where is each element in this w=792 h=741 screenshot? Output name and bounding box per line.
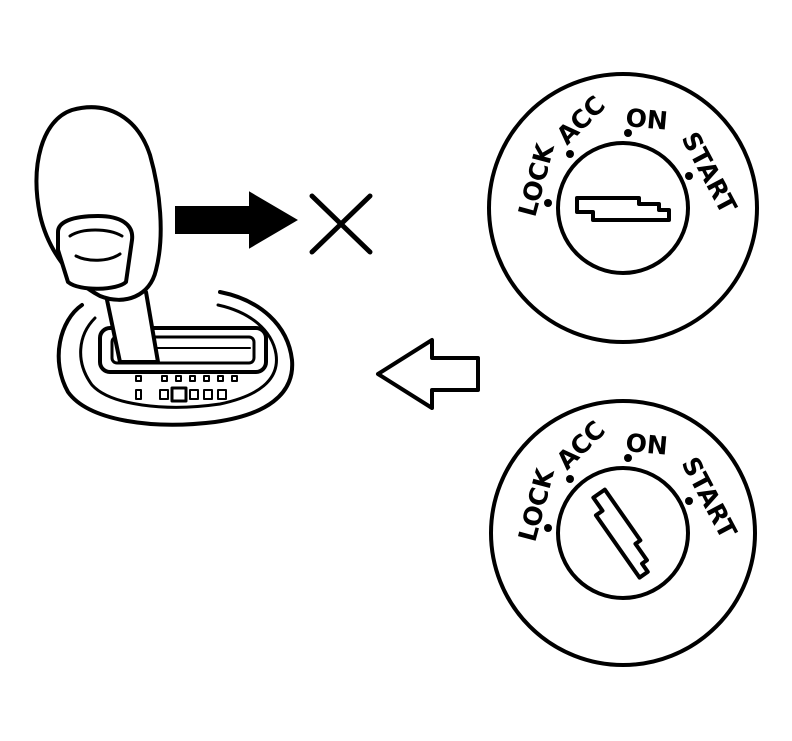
shift-lever: [34, 105, 295, 427]
gate-mark-dot: [175, 375, 182, 382]
position-dots: [544, 454, 693, 532]
gate-mark-dot: [217, 375, 224, 382]
top-ignition-switch: LOCK ACC ON START: [487, 72, 759, 344]
gate-mark-dot: [189, 375, 196, 382]
key-slot: [575, 196, 671, 222]
cross-mark-icon: [309, 193, 373, 255]
gate-labels: [135, 386, 227, 403]
gate-slot-outer: [98, 326, 268, 374]
gate-label-r: [159, 389, 169, 400]
position-dot-start: [685, 172, 693, 180]
gate-slot-inner: [110, 335, 256, 365]
console-inner-ring: [79, 303, 278, 409]
position-dots: [544, 129, 693, 207]
knob-button-face: [68, 228, 124, 238]
position-dot-acc: [566, 475, 574, 483]
filled-arrow-right-icon: [175, 191, 298, 249]
position-dot-start: [685, 497, 693, 505]
position-dot-on: [624, 129, 632, 137]
gate-label-2: [203, 389, 213, 400]
gate-markings: [135, 375, 238, 382]
gate-label-d: [189, 389, 199, 400]
position-dot-lock: [544, 524, 552, 532]
gate-label-l: [217, 389, 227, 400]
position-dot-on: [624, 454, 632, 462]
position-dot-lock: [544, 199, 552, 207]
gate-mark-dot: [231, 375, 238, 382]
key-slot: [591, 487, 650, 580]
gate-mark-dot: [161, 375, 168, 382]
gate-mark-dot: [135, 375, 142, 382]
position-label-on: ON: [624, 428, 669, 461]
position-label-on: ON: [624, 103, 669, 136]
bottom-ignition-switch: LOCK ACC ON START: [489, 399, 757, 667]
gate-label-p: [135, 389, 142, 400]
knob-release-button: [56, 214, 135, 291]
position-dot-acc: [566, 150, 574, 158]
knob-button-ridge: [74, 252, 122, 262]
outline-arrow-left-icon: [376, 338, 480, 410]
gate-label-n: [170, 386, 188, 403]
console-outer-ring: [56, 290, 295, 427]
gate-mark-dot: [203, 375, 210, 382]
